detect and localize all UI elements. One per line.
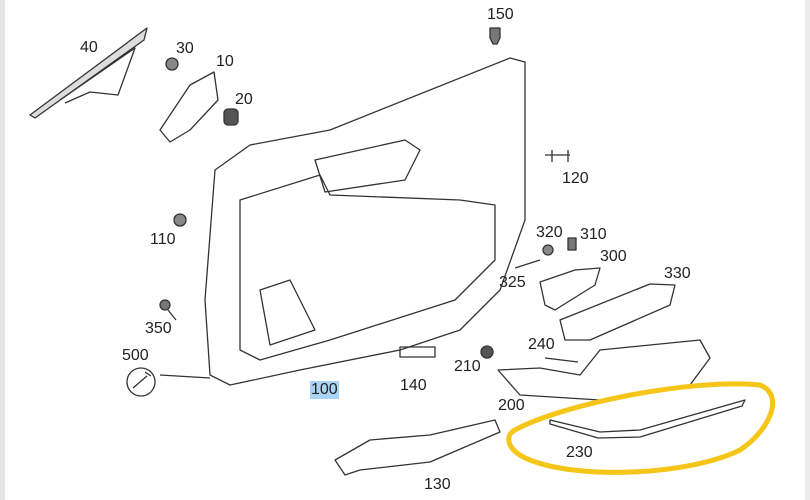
part-140-handle[interactable] <box>399 346 436 358</box>
part-310-bulb[interactable] <box>567 237 577 251</box>
part-150-clip[interactable] <box>489 27 501 45</box>
label-230: 230 <box>566 444 593 461</box>
label-500: 500 <box>122 347 149 364</box>
label-325: 325 <box>499 274 526 291</box>
part-10-trim[interactable] <box>159 71 219 143</box>
right-border <box>805 0 810 500</box>
label-130: 130 <box>424 476 451 493</box>
label-110: 110 <box>150 231 176 248</box>
label-150: 150 <box>487 6 514 23</box>
label-120: 120 <box>562 170 589 187</box>
part-300-bezel[interactable] <box>539 267 601 311</box>
label-40: 40 <box>80 39 98 56</box>
part-320-screw[interactable] <box>542 244 554 256</box>
label-240: 240 <box>528 336 555 353</box>
part-110-clip[interactable] <box>173 213 187 227</box>
part-200-armrest[interactable] <box>497 339 711 401</box>
label-140: 140 <box>400 377 427 394</box>
part-120-bracket[interactable] <box>545 150 570 162</box>
circle-annotation <box>506 381 776 475</box>
part-240-strip[interactable] <box>544 357 579 363</box>
part-325-strip[interactable] <box>514 259 541 269</box>
part-130-duct[interactable] <box>334 419 501 476</box>
part-330-bezel[interactable] <box>559 283 676 341</box>
label-200: 200 <box>498 397 525 414</box>
label-210: 210 <box>454 358 481 375</box>
label-20: 20 <box>235 91 253 108</box>
part-210-knob[interactable] <box>480 345 494 359</box>
part-230-trim-strip[interactable] <box>549 399 746 439</box>
label-350: 350 <box>145 320 172 337</box>
part-30-clip[interactable] <box>165 57 179 71</box>
label-100-highlighted: 100 <box>310 381 339 399</box>
left-border <box>0 0 5 500</box>
label-30: 30 <box>176 40 194 57</box>
wrench-icon <box>126 367 156 397</box>
part-350-screw[interactable] <box>159 299 177 321</box>
part-20-knob[interactable] <box>223 108 239 126</box>
part-40-window-trim[interactable] <box>29 27 148 119</box>
label-310: 310 <box>580 226 607 243</box>
label-10: 10 <box>216 53 234 70</box>
label-320: 320 <box>536 224 563 241</box>
label-300: 300 <box>600 248 627 265</box>
label-330: 330 <box>664 265 691 282</box>
part-100-door-panel[interactable] <box>159 57 526 386</box>
